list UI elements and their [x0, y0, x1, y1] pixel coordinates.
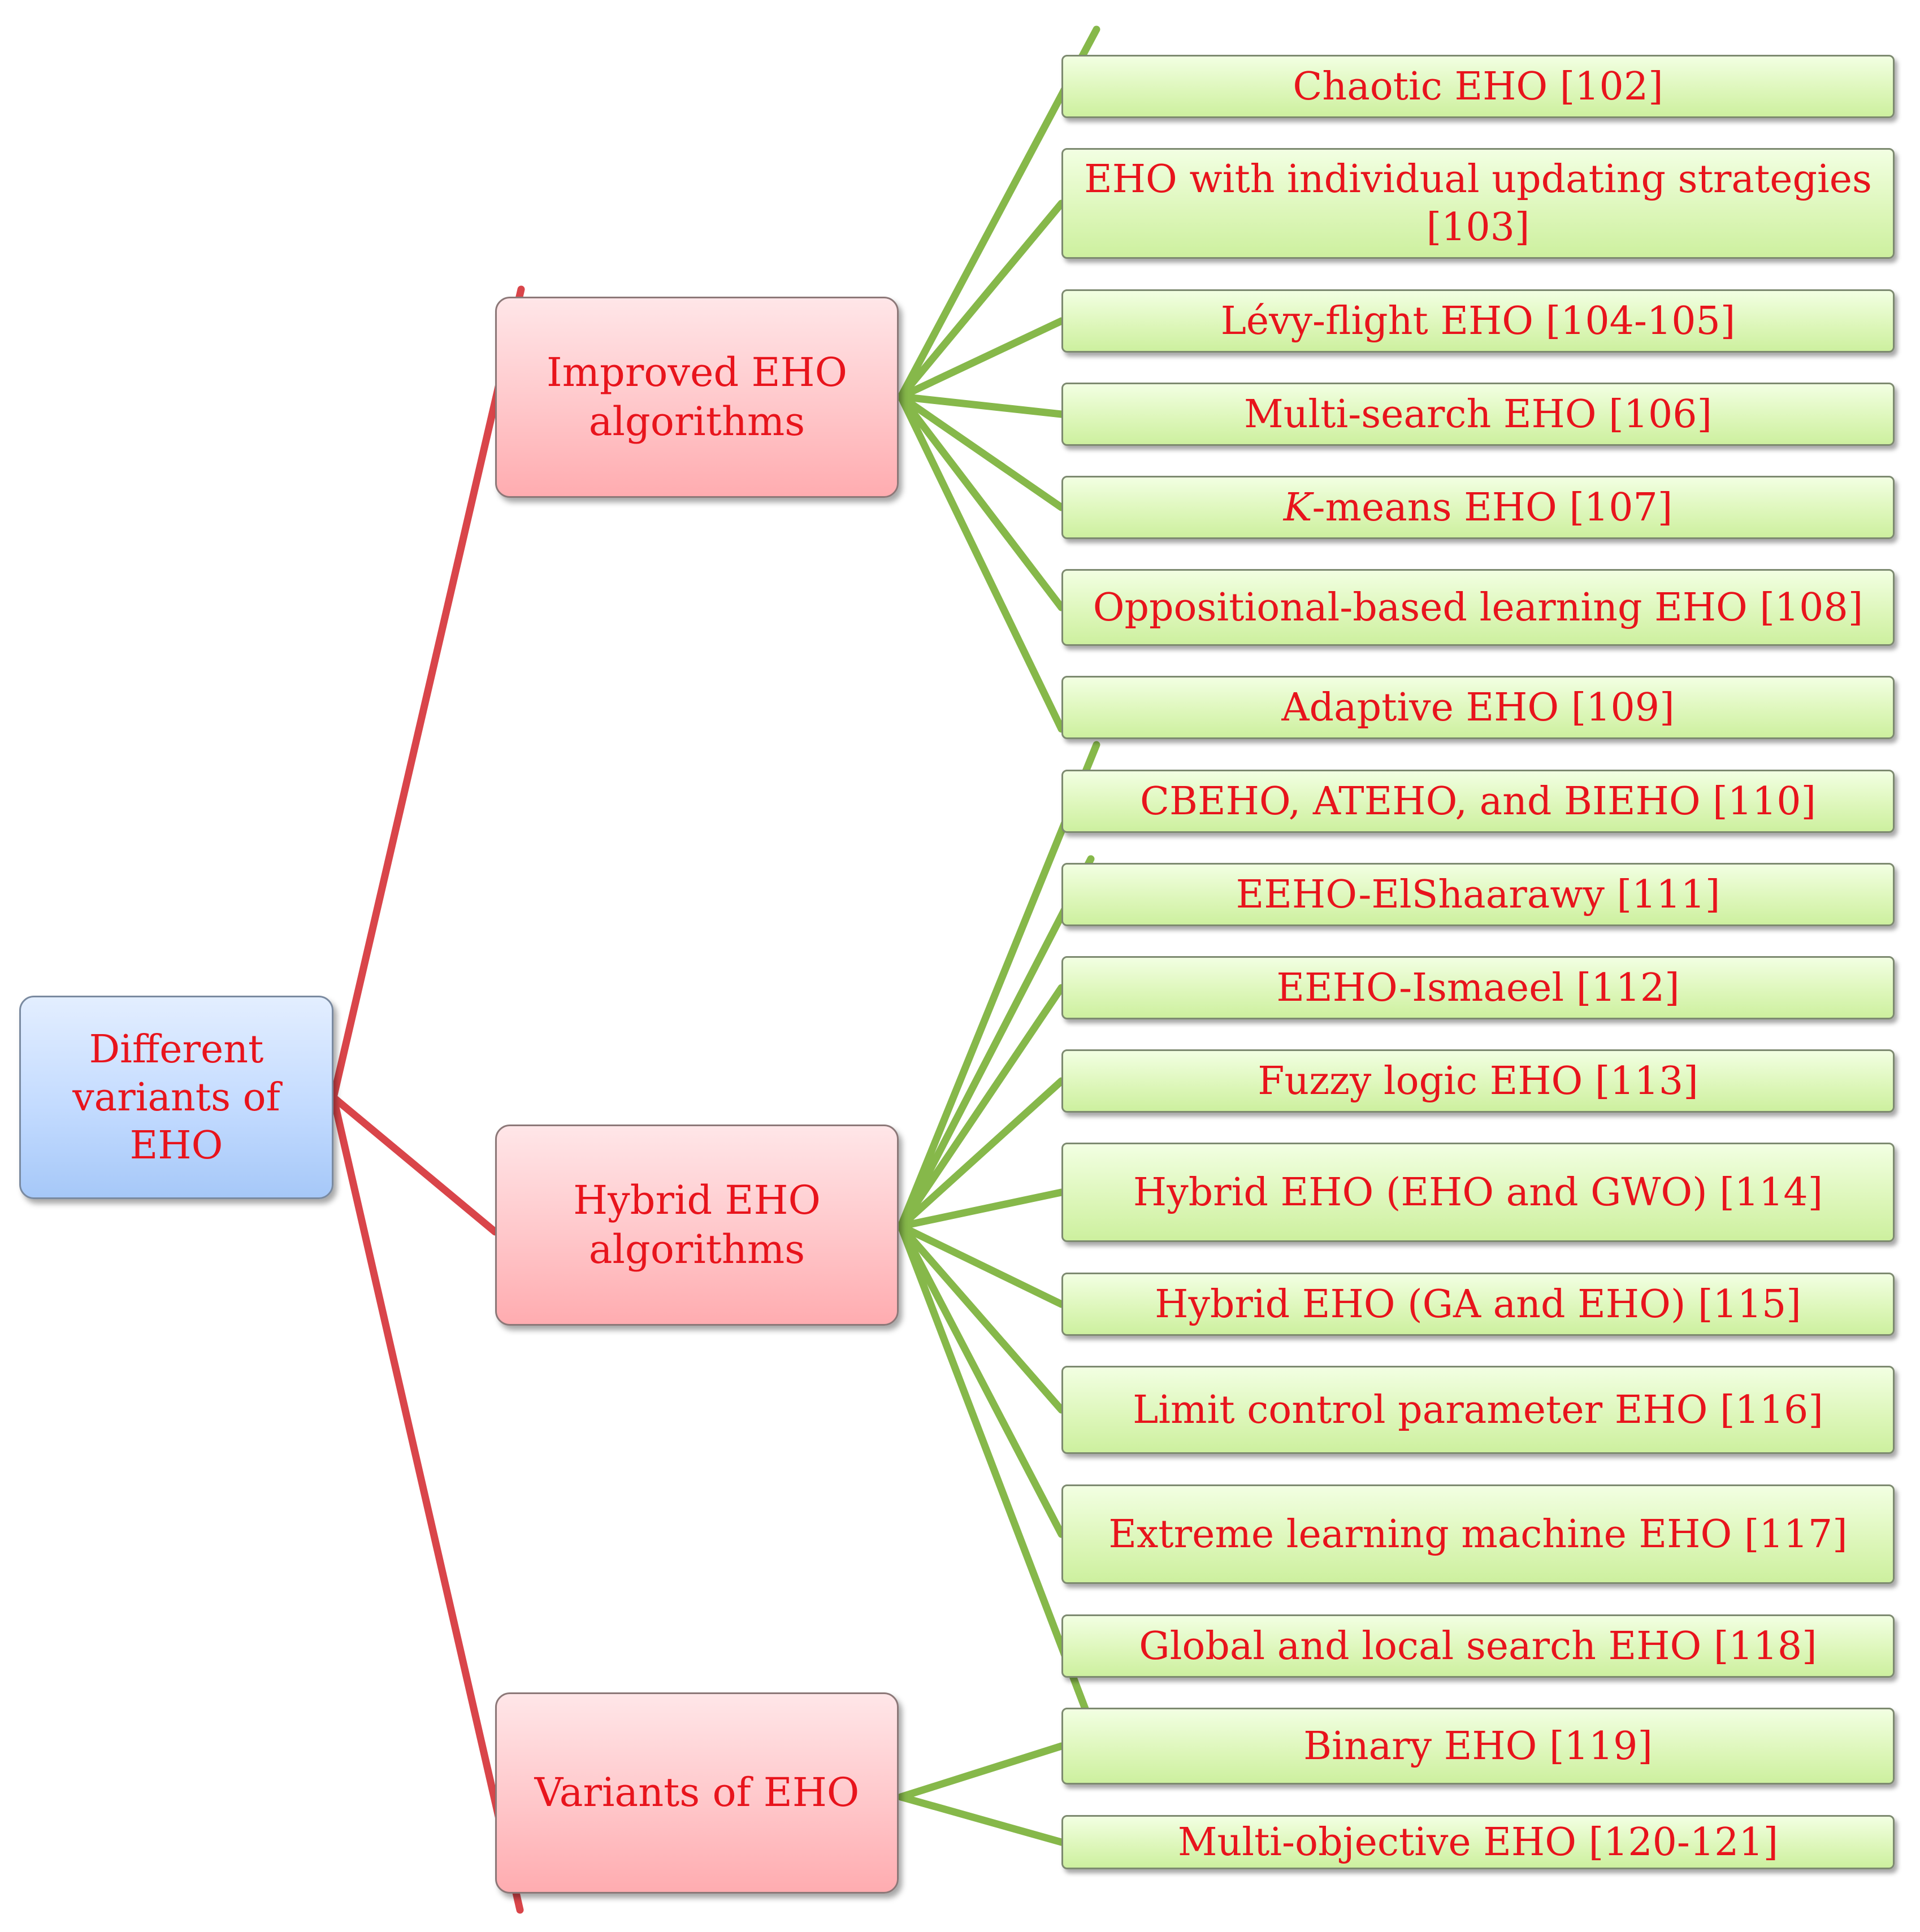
connector-hybrid-leaf-1	[897, 855, 1095, 1230]
connector-variants-leaf-1	[897, 1793, 1065, 1846]
connector-root-variants	[330, 1093, 524, 1914]
leaf-limit-control-parameter-eho: Limit control parameter EHO [116]	[1061, 1366, 1895, 1454]
leaf-cbeho-ateho-bieho: CBEHO, ATEHO, and BIEHO [110]	[1061, 770, 1895, 833]
leaf-eeho-elshaarawy: EEHO-ElShaarawy [111]	[1061, 863, 1895, 926]
leaf-label-line1: EHO with individual updating strategies	[1084, 157, 1872, 202]
leaf-label: Global and local search EHO [118]	[1139, 1623, 1817, 1669]
leaf-levy-flight-eho: Lévy-flight EHO [104-105]	[1061, 289, 1895, 353]
root-label-line1: Different	[89, 1027, 264, 1072]
leaf-label-line2: [103]	[1426, 205, 1530, 250]
leaf-label-rest: -means EHO [107]	[1312, 485, 1673, 530]
leaf-label: Multi-objective EHO [120-121]	[1177, 1820, 1779, 1865]
leaf-label: Hybrid EHO (EHO and GWO) [114]	[1133, 1170, 1823, 1215]
group-node-improved: Improved EHO algorithms	[495, 297, 899, 498]
connector-hybrid-leaf-3	[897, 1077, 1065, 1230]
group-label-line1: Improved EHO	[546, 349, 847, 396]
leaf-eho-individual-updating: EHO with individual updating strategies …	[1061, 148, 1895, 259]
leaf-label: Extreme learning machine EHO [117]	[1108, 1512, 1848, 1557]
connector-improved-leaf-6	[897, 393, 1065, 733]
leaf-hybrid-eho-gwo: Hybrid EHO (EHO and GWO) [114]	[1061, 1143, 1895, 1242]
group-label-line1: Variants of EHO	[534, 1769, 860, 1816]
group-label-line2: algorithms	[588, 1226, 805, 1273]
connector-hybrid-leaf-4	[897, 1188, 1065, 1230]
leaf-label: EEHO-ElShaarawy [111]	[1236, 872, 1720, 917]
leaf-label-italic: K	[1283, 485, 1312, 530]
leaf-fuzzy-logic-eho: Fuzzy logic EHO [113]	[1061, 1049, 1895, 1113]
leaf-label: Lévy-flight EHO [104-105]	[1220, 298, 1736, 344]
leaf-binary-eho: Binary EHO [119]	[1061, 1708, 1895, 1785]
leaf-k-means-eho: K-means EHO [107]	[1061, 476, 1895, 539]
leaf-label: Multi-search EHO [106]	[1243, 392, 1713, 437]
connector-hybrid-leaf-6	[897, 1222, 1065, 1414]
connector-improved-leaf-3	[897, 393, 1065, 418]
connector-variants-leaf-0	[897, 1742, 1065, 1801]
leaf-adaptive-eho: Adaptive EHO [109]	[1061, 676, 1895, 739]
connector-hybrid-leaf-5	[897, 1222, 1065, 1308]
leaf-chaotic-eho: Chaotic EHO [102]	[1061, 55, 1895, 118]
leaf-global-local-search-eho: Global and local search EHO [118]	[1061, 1614, 1895, 1678]
leaf-label: Limit control parameter EHO [116]	[1133, 1387, 1823, 1432]
connector-improved-leaf-4	[897, 393, 1065, 511]
connector-hybrid-leaf-8	[897, 1222, 1095, 1727]
leaf-label: Binary EHO [119]	[1303, 1723, 1653, 1769]
leaf-label: Hybrid EHO (GA and EHO) [115]	[1155, 1282, 1801, 1327]
leaf-multi-objective-eho: Multi-objective EHO [120-121]	[1061, 1815, 1895, 1869]
connector-hybrid-leaf-2	[897, 984, 1065, 1230]
leaf-extreme-learning-machine-eho: Extreme learning machine EHO [117]	[1061, 1484, 1895, 1584]
connector-root-improved	[330, 285, 525, 1101]
root-label-line2: variants of	[72, 1075, 280, 1120]
group-label-line1: Hybrid EHO	[573, 1176, 821, 1223]
leaf-label: CBEHO, ATEHO, and BIEHO [110]	[1139, 779, 1817, 824]
leaf-multi-search-eho: Multi-search EHO [106]	[1061, 383, 1895, 446]
connector-hybrid-leaf-7	[897, 1222, 1065, 1538]
leaf-oppositional-learning-eho: Oppositional-based learning EHO [108]	[1061, 569, 1895, 646]
leaf-label: Chaotic EHO [102]	[1293, 64, 1663, 109]
connector-improved-leaf-5	[897, 393, 1065, 611]
connector-root-hybrid	[330, 1093, 499, 1236]
group-label-line2: algorithms	[588, 398, 805, 445]
leaf-hybrid-eho-ga: Hybrid EHO (GA and EHO) [115]	[1061, 1273, 1895, 1336]
leaf-label: K-means EHO [107]	[1284, 484, 1673, 532]
leaf-label: Adaptive EHO [109]	[1281, 685, 1675, 730]
leaf-label: Oppositional-based learning EHO [108]	[1093, 585, 1863, 630]
root-node: Different variants of EHO	[19, 996, 333, 1199]
connector-improved-leaf-1	[897, 199, 1065, 401]
connector-improved-leaf-2	[897, 317, 1065, 401]
leaf-label: Fuzzy logic EHO [113]	[1258, 1058, 1698, 1104]
group-node-variants: Variants of EHO	[495, 1692, 899, 1894]
group-node-hybrid: Hybrid EHO algorithms	[495, 1125, 899, 1326]
root-label-line3: EHO	[129, 1123, 223, 1168]
leaf-eeho-ismaeel: EEHO-Ismaeel [112]	[1061, 956, 1895, 1019]
leaf-label: EEHO-Ismaeel [112]	[1276, 965, 1680, 1010]
